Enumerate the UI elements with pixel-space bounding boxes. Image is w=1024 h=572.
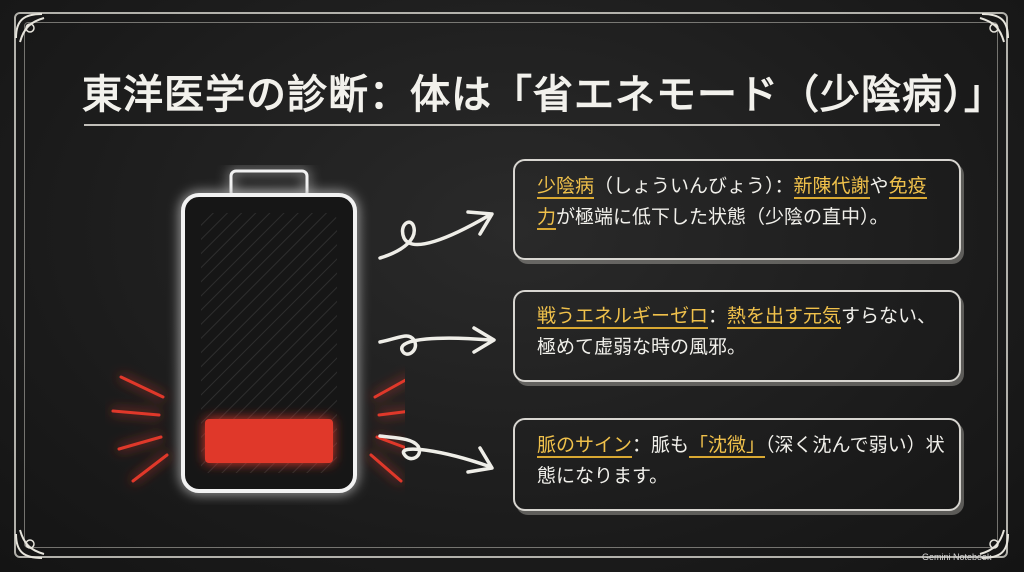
- curly-arrow-icon: [378, 210, 494, 260]
- card-text: （深く沈んで弱い）状態になります。: [537, 434, 945, 487]
- title-underline: [84, 124, 940, 126]
- watermark: Gemini Notebook: [922, 552, 992, 562]
- card-highlight: 熱を出す元気: [727, 305, 842, 329]
- card-text: すらない、極めて虚弱な時の風邪。: [537, 305, 937, 358]
- corner-flourish-icon: [979, 529, 1009, 559]
- curly-arrow-icon: [378, 434, 494, 474]
- chalkboard-inner-frame: [24, 22, 998, 548]
- card-highlight: 免疫力: [537, 175, 927, 230]
- info-card-pulse-sign: 脈のサイン：脈も「沈微」（深く沈んで弱い）状態になります。: [513, 418, 961, 511]
- chalkboard-outer-frame: [14, 12, 1008, 558]
- card-term: 脈のサイン: [537, 434, 633, 458]
- info-card-shaoyin-disease: 少陰病（しょういんびょう）：新陳代謝や免疫力が極端に低下した状態（少陰の直中）。: [513, 159, 961, 260]
- battery-charge-bar: [205, 419, 333, 463]
- info-card-zero-energy: 戦うエネルギーゼロ：熱を出す元気すらない、極めて虚弱な時の風邪。: [513, 290, 961, 382]
- curly-arrow-icon: [378, 326, 496, 356]
- card-term: 戦うエネルギーゼロ: [537, 305, 709, 329]
- low-battery-icon: [111, 169, 405, 493]
- card-text: ：: [708, 305, 728, 327]
- corner-flourish-icon: [15, 13, 45, 43]
- page-title: 東洋医学の診断：体は「省エネモード（少陰病）」: [82, 72, 1005, 118]
- card-text: （しょういんびょう）：: [594, 175, 794, 197]
- card-highlight: 「沈微」: [689, 434, 766, 458]
- card-highlight: 新陳代謝: [793, 175, 870, 199]
- card-text: が極端に低下した状態（少陰の直中）。: [556, 206, 889, 228]
- corner-flourish-icon: [979, 13, 1009, 43]
- card-text: や: [869, 175, 889, 197]
- corner-flourish-icon: [15, 529, 45, 559]
- card-text: ：脈も: [632, 434, 690, 456]
- card-term: 少陰病: [537, 175, 595, 199]
